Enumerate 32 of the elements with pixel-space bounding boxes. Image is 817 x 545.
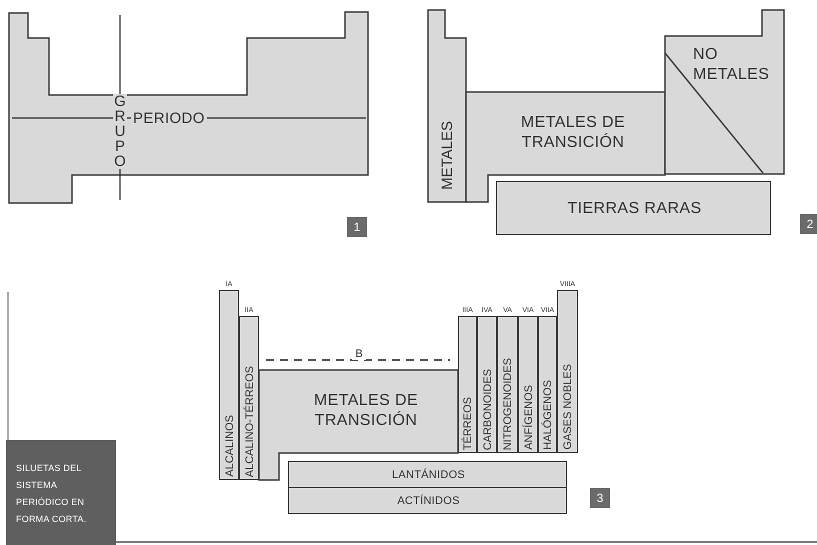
- region-label: TIERRAS RARAS: [567, 199, 702, 219]
- region-box: [538, 316, 557, 453]
- region-label: NITROGENOIDES: [503, 358, 514, 450]
- region-box: [288, 461, 567, 488]
- region-box: [239, 316, 259, 480]
- region-label: ACTÍNIDOS: [397, 495, 460, 509]
- region-label: METALES DE TRANSICIÓN: [312, 391, 420, 431]
- group-label: B: [352, 349, 366, 360]
- region-label: CARBONOIDES: [482, 368, 494, 450]
- region-box: [458, 316, 477, 453]
- region-label: METALES DE TRANSICIÓN: [520, 113, 626, 153]
- region-label: NO METALES: [693, 45, 770, 85]
- panel-number: 2: [800, 214, 817, 234]
- region-label: HALÓGENOS: [543, 380, 554, 450]
- region-box: [518, 316, 538, 453]
- group-axis-label: GRUPO: [113, 94, 127, 169]
- panel-number: 1: [347, 217, 367, 237]
- region-box: [477, 316, 497, 453]
- region-label: ALCALINOS: [224, 415, 236, 477]
- region-box: [496, 181, 771, 235]
- region-label: GASES NOBLES: [563, 364, 574, 450]
- panel-number: 3: [590, 488, 610, 508]
- region-box: [219, 290, 239, 480]
- region-box: [497, 316, 518, 453]
- region-label: ANFÍGENOS: [524, 385, 534, 450]
- region-label: TÉRREOS: [463, 396, 474, 450]
- region-box: [288, 487, 567, 514]
- region-label: METALES: [440, 121, 454, 190]
- caption: SILUETAS DEL SISTEMA PERIÓDICO EN FORMA CORTA.: [16, 462, 88, 526]
- region-box: [557, 290, 578, 453]
- region-label: LANTÁNIDOS: [392, 469, 466, 483]
- region-label: ALCALINO-TÉRREOS: [244, 366, 256, 477]
